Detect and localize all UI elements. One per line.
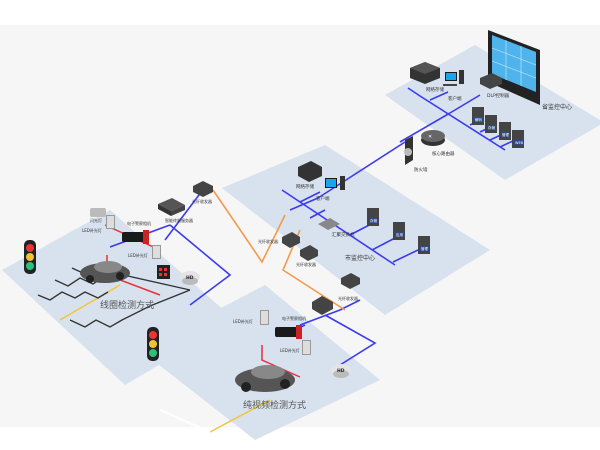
coil-fiber-transceiver (193, 181, 213, 197)
svg-text:✕: ✕ (428, 134, 432, 140)
label-video-camera: 电子警察相机 (282, 315, 306, 321)
label-branch-fiber-1: 光纤收发器 (258, 238, 278, 244)
label-flash-light: 闪光灯 (90, 217, 102, 223)
label-firewall: 防火墙 (414, 166, 428, 173)
video-led-fill-1 (260, 310, 269, 325)
branch-storage-device (298, 161, 322, 182)
central-storage-device (410, 62, 440, 84)
video-wall (488, 30, 540, 105)
core-router: ✕ (421, 130, 445, 146)
label-video-led-2: LED补光灯 (280, 347, 300, 353)
zone-central (385, 45, 600, 180)
signal-links (59, 284, 271, 433)
branch-server-label-3: 管理 (421, 246, 429, 251)
server-label-3: 管理 (502, 132, 510, 137)
vehicle-detector (157, 265, 170, 279)
label-video-fiber: 光纤收发器 (338, 295, 358, 301)
traffic-light-coil (24, 240, 36, 274)
label-central-client: 客户端 (448, 95, 462, 102)
branch-fiber-transceiver-1 (282, 232, 300, 248)
label-core-router: 核心路由器 (432, 150, 455, 157)
label-branch-storage: 网络存储 (296, 183, 314, 190)
server-label-1: 解码 (475, 117, 483, 122)
label-aggregation-switch: 汇聚交换机 (332, 231, 355, 238)
label-coil-camera: 电子警察相机 (127, 220, 151, 226)
aggregation-switch (318, 218, 340, 230)
flash-light (90, 208, 106, 217)
label-dlp-controller: DLP控制器 (487, 92, 510, 99)
coil-led-fill-2 (152, 245, 161, 259)
label-smart-terminal: 智能终端服务器 (165, 217, 193, 223)
branch-server-label-1: 存储 (370, 218, 378, 223)
central-servers (472, 107, 524, 148)
central-client-pc (443, 70, 464, 86)
video-hd-text: HD (337, 368, 345, 374)
firewall (404, 136, 413, 165)
white-road-line (159, 409, 211, 433)
coil-car (80, 261, 130, 283)
zone-label-video: 纯视频检测方式 (243, 399, 306, 411)
coil-hd-camera (180, 271, 200, 285)
coil-led-fill-1 (106, 215, 115, 229)
branch-fiber-transceiver-2 (300, 245, 318, 261)
central-dlp-controller (480, 73, 502, 89)
branch-client-pc (325, 176, 345, 190)
coil-hd-text: HD (186, 275, 194, 281)
server-label-2: 存储 (488, 125, 496, 130)
label-coil-led-1: LED补光灯 (82, 227, 102, 233)
zone-branch (222, 145, 490, 315)
coil-camera (122, 230, 149, 244)
label-video-led-1: LED补光灯 (233, 318, 253, 324)
zone-label-branch: 市监控中心 (345, 254, 375, 262)
zone-label-coil: 线圈检测方式 (100, 299, 154, 311)
video-fiber-transceiver (312, 296, 333, 315)
smart-terminal (158, 198, 185, 216)
video-car (235, 365, 295, 392)
video-led-fill-2 (302, 340, 311, 355)
video-camera (275, 325, 302, 339)
video-hd-camera (331, 364, 351, 378)
branch-server-label-2: 应用 (396, 232, 404, 237)
label-coil-led-2: LED补光灯 (128, 252, 148, 258)
label-branch-fiber-2: 光纤收发器 (296, 261, 316, 267)
label-central-storage: 网络存储 (426, 86, 444, 93)
traffic-light-video (147, 327, 159, 361)
zone-video (140, 285, 380, 440)
label-coil-fiber: 光纤收发器 (192, 198, 212, 204)
server-label-4: WEB (515, 141, 524, 145)
label-branch-client: 客户端 (316, 195, 330, 202)
video-fiber-transceiver-top (341, 273, 360, 289)
branch-servers (367, 208, 430, 254)
zone-label-central: 省监控中心 (542, 103, 572, 111)
